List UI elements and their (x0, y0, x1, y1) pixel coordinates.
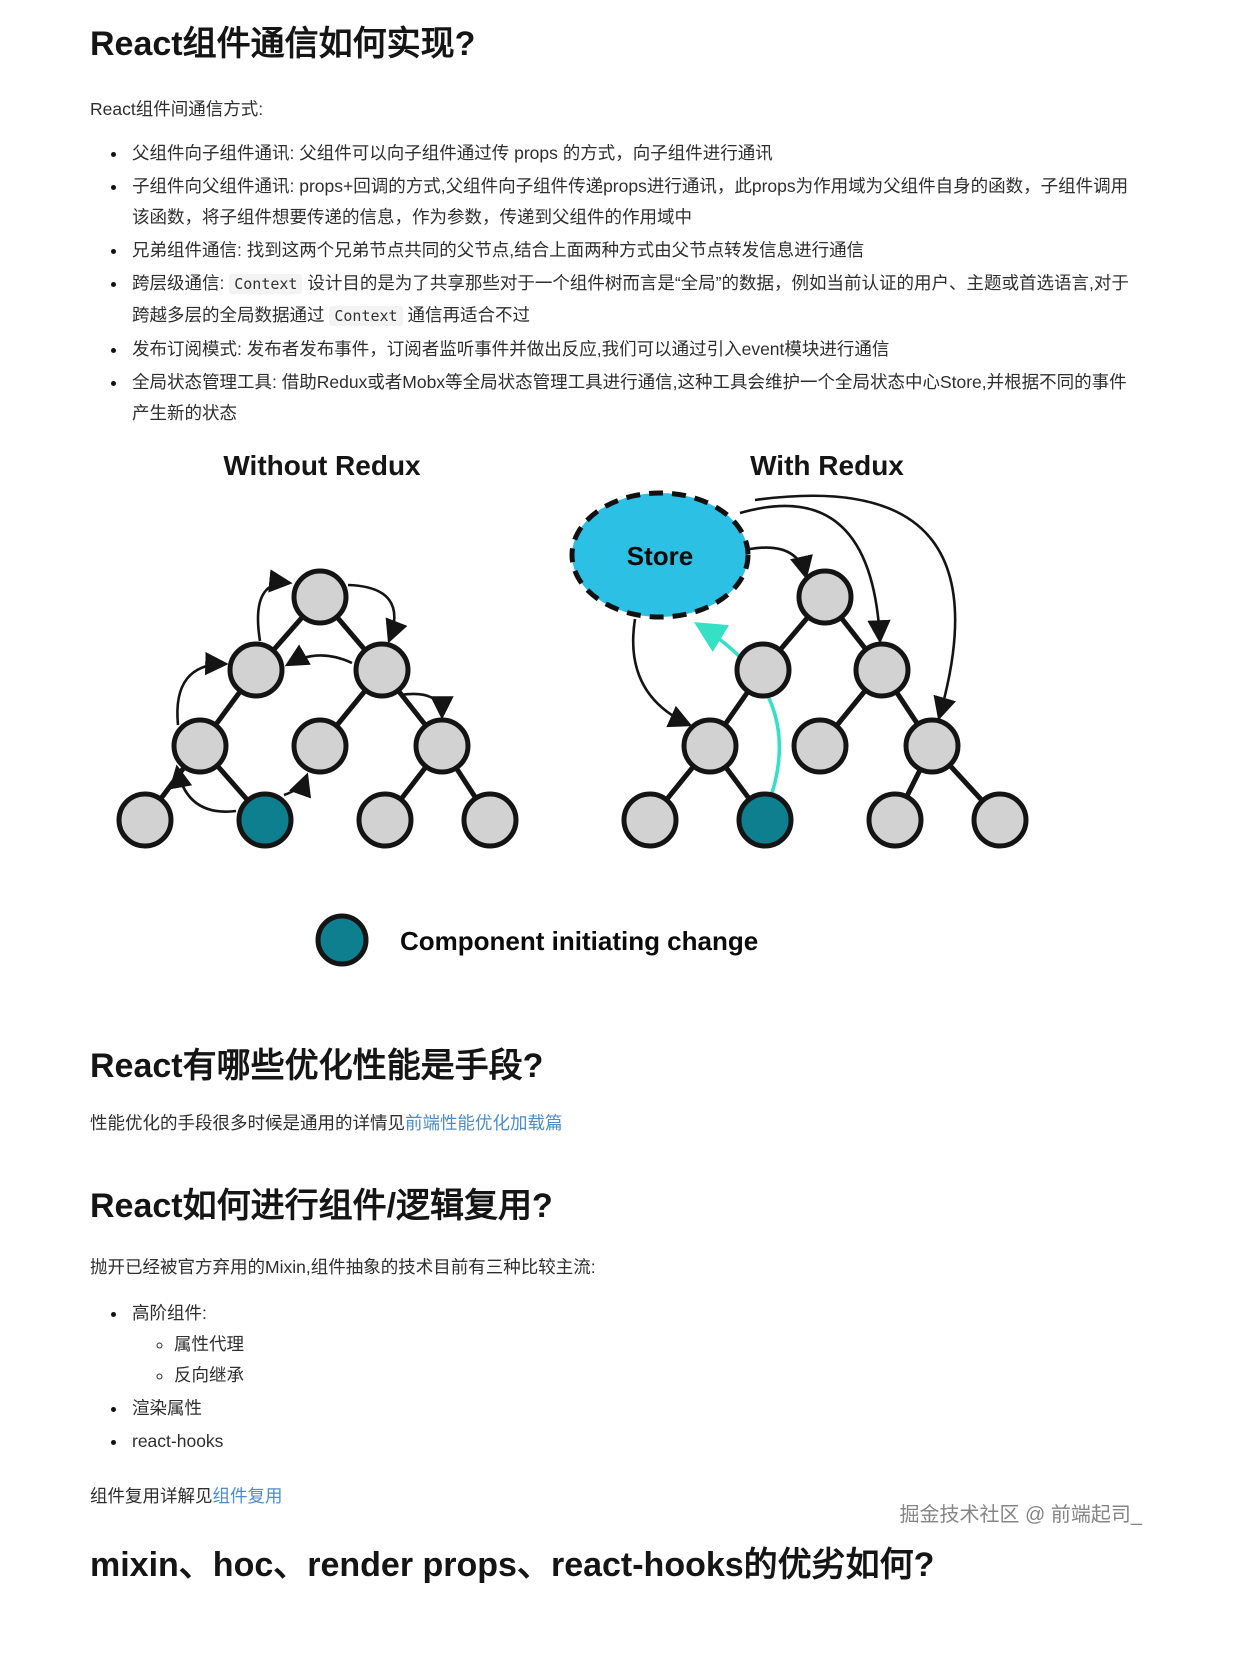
tree-node (853, 641, 911, 699)
list-item: 全局状态管理工具: 借助Redux或者Mobx等全局状态管理工具进行通信,这种工… (128, 367, 1142, 429)
tree-node (413, 717, 471, 775)
heading-react-communication: React组件通信如何实现? (90, 25, 476, 63)
store-label: Store (627, 541, 693, 571)
performance-text: 性能优化的手段很多时候是通用的详情见 (90, 1113, 405, 1133)
performance-link[interactable]: 前端性能优化加载篇 (405, 1113, 563, 1133)
tree-node (971, 791, 1029, 849)
list-item-text: 发布订阅模式: 发布者发布事件，订阅者监听事件并做出反应,我们可以通过引入eve… (132, 339, 890, 359)
reuse-link[interactable]: 组件复用 (212, 1486, 283, 1506)
redux-diagram-figure: Without Redux With Redux (90, 437, 1142, 982)
redux-diagram: Without Redux With Redux (116, 450, 1029, 967)
sub-list-item: 反向继承 (174, 1360, 1142, 1391)
reuse-list: 高阶组件: 属性代理反向继承渲染属性 react-hooks (90, 1298, 1142, 1457)
reuse-more-text: 组件复用详解见 (90, 1486, 213, 1506)
list-item: 父组件向子组件通讯: 父组件可以向子组件通过传 props 的方式，向子组件进行… (128, 138, 1142, 169)
sub-list-item: 属性代理 (174, 1329, 1142, 1360)
legend-swatch (315, 913, 369, 967)
store-ellipse (569, 490, 751, 620)
list-item: 发布订阅模式: 发布者发布事件，订阅者监听事件并做出反应,我们可以通过引入eve… (128, 334, 1142, 365)
list-item-text: 通信再适合不过 (402, 305, 530, 325)
initiating-component-node (236, 791, 294, 849)
inline-code: Context (229, 274, 303, 294)
heading-mixin-hoc-comparison: mixin、hoc、render props、react-hooks的优劣如何? (90, 1546, 935, 1584)
article-content: React组件通信如何实现? React组件间通信方式: 父组件向子组件通讯: … (0, 0, 1242, 1587)
list-item-text: 跨层级通信: (132, 273, 230, 293)
list-item-text: react-hooks (132, 1431, 224, 1451)
initiating-component-node (736, 791, 794, 849)
tree-node (356, 791, 414, 849)
list-item: 跨层级通信: Context 设计目的是为了共享那些对于一个组件树而言是“全局”… (128, 268, 1142, 332)
tree-node (866, 791, 924, 849)
without-redux-title: Without Redux (223, 450, 421, 481)
dispatch-arrow (694, 622, 781, 794)
list-item-text: 渲染属性 (132, 1398, 202, 1418)
list-item-text: 设计目的是为了共享那些对于一个组件树而言是“全局”的数据，例如当前认证的用户、主… (132, 273, 1129, 325)
tree-node (903, 717, 961, 775)
performance-paragraph: 性能优化的手段很多时候是通用的详情见前端性能优化加载篇 (90, 1110, 1142, 1136)
tree-node (227, 641, 285, 699)
list-item-text: 高阶组件: (132, 1303, 207, 1323)
tree-node (796, 568, 854, 626)
heading-react-reuse: React如何进行组件/逻辑复用? (90, 1187, 553, 1225)
watermark: 掘金技术社区 @ 前端起司_ (899, 1504, 1142, 1526)
sub-list: 属性代理反向继承 (132, 1329, 1142, 1391)
tree-node (621, 791, 679, 849)
tree-node (353, 641, 411, 699)
list-item: 高阶组件: 属性代理反向继承 (128, 1298, 1142, 1391)
reuse-more-paragraph: 组件复用详解见组件复用 (90, 1483, 1142, 1509)
with-redux-tree-edges (648, 595, 1002, 822)
without-redux-tree-nodes (116, 568, 519, 849)
tree-node (291, 717, 349, 775)
inline-code: Context (329, 306, 403, 326)
legend-label: Component initiating change (400, 926, 758, 956)
without-redux-tree-edges (142, 595, 493, 822)
with-redux-tree-nodes (621, 568, 1029, 849)
tree-node (791, 717, 849, 775)
reuse-intro: 抛开已经被官方弃用的Mixin,组件抽象的技术目前有三种比较主流: (90, 1257, 596, 1277)
communication-intro: React组件间通信方式: (90, 99, 264, 119)
list-item-text: 父组件向子组件通讯: 父组件可以向子组件通过传 props 的方式，向子组件进行… (132, 143, 773, 163)
list-item-text: 子组件向父组件通讯: props+回调的方式,父组件向子组件传递props进行通… (132, 176, 1129, 227)
store-subscription-arrows (631, 494, 957, 728)
tree-node (461, 791, 519, 849)
tree-node (171, 717, 229, 775)
list-item: react-hooks (128, 1426, 1142, 1457)
without-redux-callback-arrows (169, 569, 454, 813)
tree-node (291, 568, 349, 626)
with-redux-title: With Redux (750, 450, 904, 481)
list-item: 兄弟组件通信: 找到这两个兄弟节点共同的父节点,结合上面两种方式由父节点转发信息… (128, 235, 1142, 266)
list-item: 子组件向父组件通讯: props+回调的方式,父组件向子组件传递props进行通… (128, 171, 1142, 233)
list-item-text: 兄弟组件通信: 找到这两个兄弟节点共同的父节点,结合上面两种方式由父节点转发信息… (132, 240, 865, 260)
list-item-text: 全局状态管理工具: 借助Redux或者Mobx等全局状态管理工具进行通信,这种工… (132, 372, 1127, 423)
communication-methods-list: 父组件向子组件通讯: 父组件可以向子组件通过传 props 的方式，向子组件进行… (90, 138, 1142, 429)
heading-react-performance: React有哪些优化性能是手段? (90, 1047, 544, 1085)
tree-node (734, 641, 792, 699)
tree-node (681, 717, 739, 775)
tree-node (116, 791, 174, 849)
list-item: 渲染属性 (128, 1393, 1142, 1424)
legend (315, 913, 369, 967)
